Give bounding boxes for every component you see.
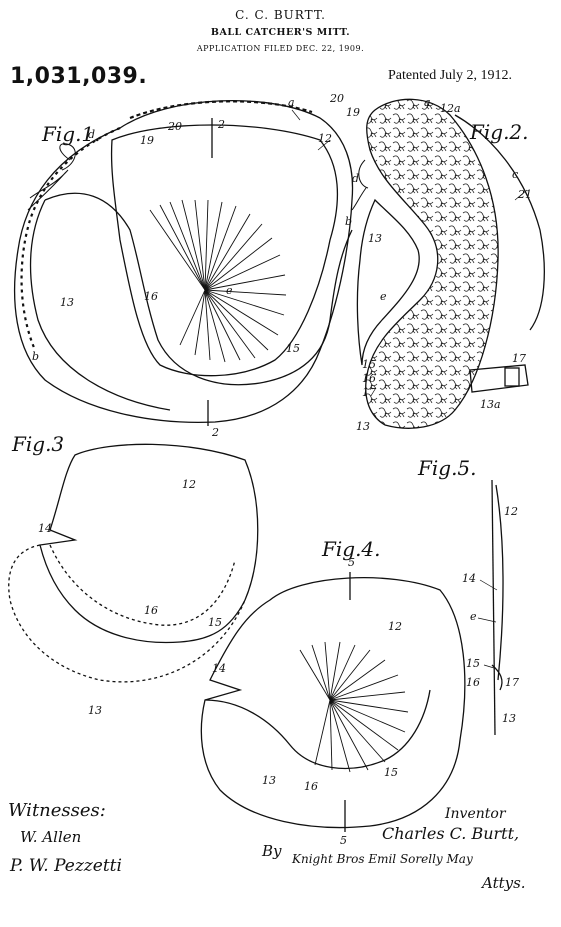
fig4-label: 5 bbox=[348, 556, 355, 569]
fig3-label: 14 bbox=[38, 522, 52, 535]
leader-lines bbox=[291, 109, 528, 669]
fig1-label: d bbox=[88, 128, 96, 141]
fig1-label: 20 bbox=[168, 120, 182, 133]
fig2-label: c bbox=[512, 168, 519, 181]
fig3-label: 12 bbox=[182, 478, 196, 491]
attys-label: Attys. bbox=[482, 874, 526, 892]
fig4-label: 15 bbox=[384, 766, 398, 779]
fig5-label: 14 bbox=[462, 572, 476, 585]
patented-date: Patented July 2, 1912. bbox=[388, 68, 513, 83]
witness-signature-1: W. Allen bbox=[20, 828, 82, 846]
fig3-drawing bbox=[8, 443, 259, 683]
fig4-drawing bbox=[200, 572, 466, 832]
fig4-label: 12 bbox=[388, 620, 402, 633]
fig1-label: 12 bbox=[318, 132, 332, 145]
fig4-label: 5 bbox=[340, 834, 347, 847]
fig5-title: Fig.5. bbox=[418, 456, 477, 480]
fig5-drawing bbox=[491, 479, 504, 736]
fig4-label: 14 bbox=[212, 662, 226, 675]
inventor-signature: Charles C. Burtt, bbox=[382, 824, 520, 843]
fig1-label: 13 bbox=[60, 296, 74, 309]
witness-signature-2: P. W. Pezzetti bbox=[10, 856, 122, 876]
fig5-label: 15 bbox=[466, 657, 480, 670]
fig2-label: 21 bbox=[518, 188, 532, 201]
fig4-title: Fig.4. bbox=[322, 537, 381, 561]
fig5-label: 16 bbox=[466, 676, 480, 689]
fig2-label: e bbox=[380, 290, 387, 303]
patent-number: 1,031,039. bbox=[10, 64, 148, 89]
fig5-label: e bbox=[470, 610, 477, 623]
fig2-label: a bbox=[424, 96, 431, 109]
patent-title: BALL CATCHER'S MITT. bbox=[210, 27, 351, 38]
fig1-label: 16 bbox=[144, 290, 158, 303]
fig1-label: 2 bbox=[218, 118, 225, 131]
fig3-label: 16 bbox=[144, 604, 158, 617]
fig5-label: 12 bbox=[504, 505, 518, 518]
fig2-label: d bbox=[352, 172, 360, 185]
fig2-label: 20 bbox=[330, 92, 344, 105]
fig1-label: 15 bbox=[286, 342, 300, 355]
by-label: By bbox=[262, 842, 282, 860]
fig2-label: 13 bbox=[356, 420, 370, 433]
fig2-label: 13 bbox=[368, 232, 382, 245]
fig1-drawing bbox=[13, 99, 354, 426]
fig5-label: 17 bbox=[505, 676, 519, 689]
fig1-label: b bbox=[32, 350, 40, 363]
inventor-label: Inventor bbox=[445, 806, 506, 822]
fig2-label: 17 bbox=[512, 352, 526, 365]
fig2-label: 12a bbox=[440, 102, 461, 115]
fig1-label: 2 bbox=[212, 426, 219, 439]
fig1-label: 19 bbox=[140, 134, 154, 147]
fig1-label: a bbox=[288, 96, 295, 109]
fig2-drawing bbox=[351, 98, 545, 429]
witnesses-label: Witnesses: bbox=[8, 800, 106, 821]
fig5-label: 13 bbox=[502, 712, 516, 725]
fig2-title: Fig.2. bbox=[470, 120, 529, 144]
fig2-label: 15 bbox=[362, 358, 376, 371]
fig4-label: 13 bbox=[262, 774, 276, 787]
fig3-label: 15 bbox=[208, 616, 222, 629]
application-filed-date: APPLICATION FILED DEC. 22, 1909. bbox=[196, 44, 365, 53]
fig2-label: 19 bbox=[346, 106, 360, 119]
fig2-label: 13a bbox=[480, 398, 501, 411]
fig2-label: 17 bbox=[362, 386, 376, 399]
fig1-label: b bbox=[345, 215, 353, 228]
fig3-title: Fig.3 bbox=[12, 432, 65, 456]
fig1-title: Fig.1. bbox=[42, 122, 101, 146]
fig3-label: 13 bbox=[88, 704, 102, 717]
fig4-label: 16 bbox=[304, 780, 318, 793]
attorneys-signature: Knight Bros Emil Sorelly May bbox=[292, 852, 473, 866]
inventor-header: C. C. BURTT. bbox=[235, 8, 326, 22]
fig1-label: e bbox=[226, 284, 233, 297]
fig2-label: 16 bbox=[362, 372, 376, 385]
